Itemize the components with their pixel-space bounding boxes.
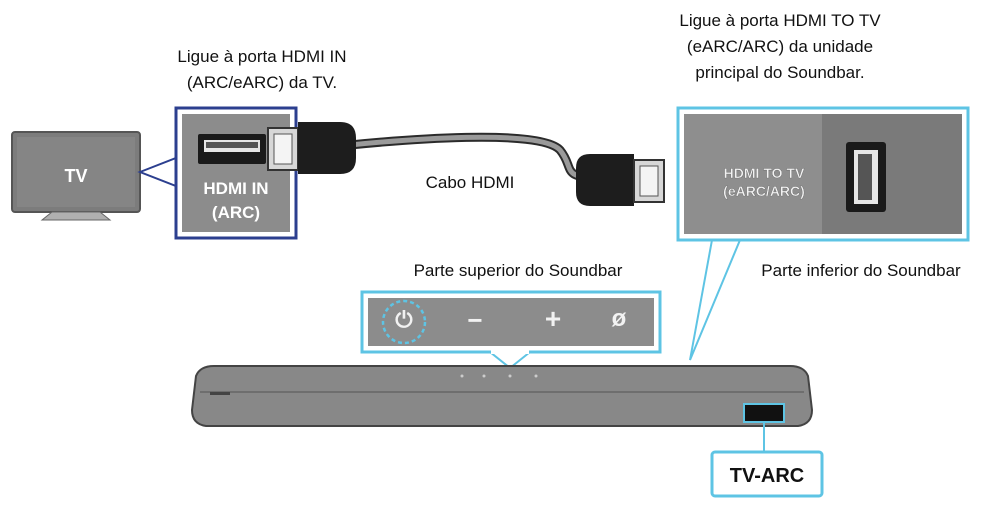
hdmi-plug-right <box>576 154 665 206</box>
tv-icon: TV <box>11 131 141 221</box>
hdmi-plug-left <box>267 122 356 174</box>
top-side-label: Parte superior do Soundbar <box>413 261 623 280</box>
tv-port-instruction-line2: (ARC/eARC) da TV. <box>186 73 338 92</box>
soundbar-port-instruction-line2: (eARC/ARC) da unidade <box>686 37 874 56</box>
soundbar-port-instruction-line1: Ligue à porta HDMI TO TV <box>679 11 881 30</box>
soundbar-port-callout-pointer <box>689 239 741 361</box>
soundbar-port-label-line1: HDMI TO TV <box>724 165 805 181</box>
soundbar-top-buttons-panel <box>360 290 662 354</box>
power-button-highlight <box>381 299 427 345</box>
mic-off-button: ø <box>611 305 627 332</box>
tv-port-instruction: Ligue à porta HDMI IN (ARC/eARC) da TV. <box>132 44 392 96</box>
tv-label: TV <box>64 166 87 186</box>
soundbar-port-instruction-line3: principal do Soundbar. <box>695 63 865 82</box>
tv-port-label-line2: (ARC) <box>212 203 260 222</box>
cable-label: Cabo HDMI <box>425 173 515 192</box>
power-button: ⏻ <box>395 307 413 332</box>
display-badge-frame <box>710 450 824 498</box>
soundbar-port-label-line2: (eARC/ARC) <box>723 183 805 199</box>
tv-port-instruction-line1: Ligue à porta HDMI IN <box>177 47 347 66</box>
display-badge-text: TV-ARC <box>730 465 804 487</box>
hdmi-cable <box>267 122 665 206</box>
soundbar-body <box>190 365 814 427</box>
tv-port-label-line1: HDMI IN <box>203 179 268 198</box>
bottom-side-label: Parte inferior do Soundbar <box>761 261 961 280</box>
soundbar-port-instruction: Ligue à porta HDMI TO TV (eARC/ARC) da u… <box>640 8 920 86</box>
tv-callout-pointer <box>137 156 177 188</box>
volume-down-button: − <box>467 305 483 335</box>
volume-up-button: + <box>544 303 562 334</box>
soundbar-display <box>743 403 785 423</box>
soundbar-hdmi-to-tv-panel: HDMI TO TV (eARC/ARC) <box>676 106 970 242</box>
